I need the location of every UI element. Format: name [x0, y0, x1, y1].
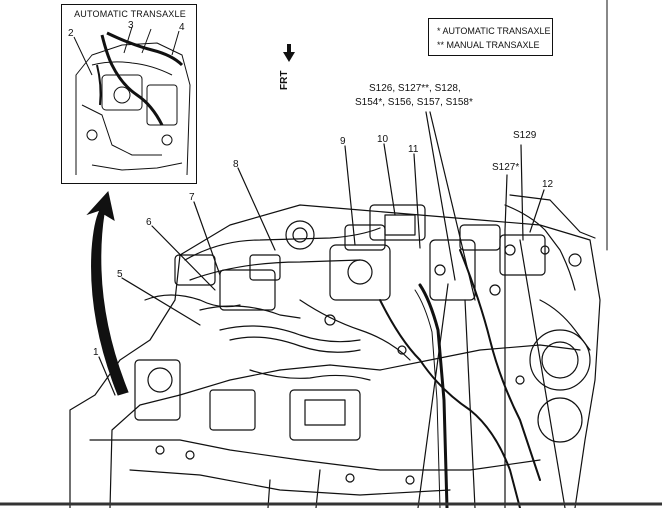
automatic-transaxle-inset: AUTOMATIC TRANSAXLE: [61, 4, 197, 184]
inset-callout-4: 4: [179, 22, 185, 33]
callout-6: 6: [146, 217, 152, 228]
inset-callout-3: 3: [128, 20, 134, 31]
transaxle-legend: * AUTOMATIC TRANSAXLE ** MANUAL TRANSAXL…: [428, 18, 553, 56]
legend-text: AUTOMATIC TRANSAXLE: [442, 26, 551, 36]
splice-group-line-1: S126, S127**, S128,: [369, 83, 461, 94]
front-direction-arrow: [283, 44, 295, 62]
callout-1: 1: [93, 347, 99, 358]
callout-9: 9: [340, 136, 346, 147]
inset-line-drawing: [73, 26, 191, 176]
callout-11: 11: [408, 144, 419, 155]
legend-text: MANUAL TRANSAXLE: [446, 40, 540, 50]
inset-callout-2: 2: [68, 28, 74, 39]
callout-10: 10: [377, 134, 389, 145]
callout-12: 12: [542, 179, 554, 190]
legend-row-automatic: * AUTOMATIC TRANSAXLE: [437, 26, 551, 36]
callout-7: 7: [189, 192, 195, 203]
inset-title: AUTOMATIC TRANSAXLE: [74, 9, 186, 19]
legend-marker: *: [437, 26, 441, 36]
callout-s127: S127*: [492, 162, 520, 173]
inset-pointer-arrow: [86, 190, 129, 396]
legend-row-manual: ** MANUAL TRANSAXLE: [437, 40, 540, 50]
front-label: FRT: [279, 70, 290, 90]
callout-5: 5: [117, 269, 123, 280]
callout-8: 8: [233, 159, 239, 170]
callout-s129: S129: [513, 130, 537, 141]
legend-marker: **: [437, 40, 445, 50]
splice-group-line-2: S154*, S156, S157, S158*: [355, 97, 473, 108]
